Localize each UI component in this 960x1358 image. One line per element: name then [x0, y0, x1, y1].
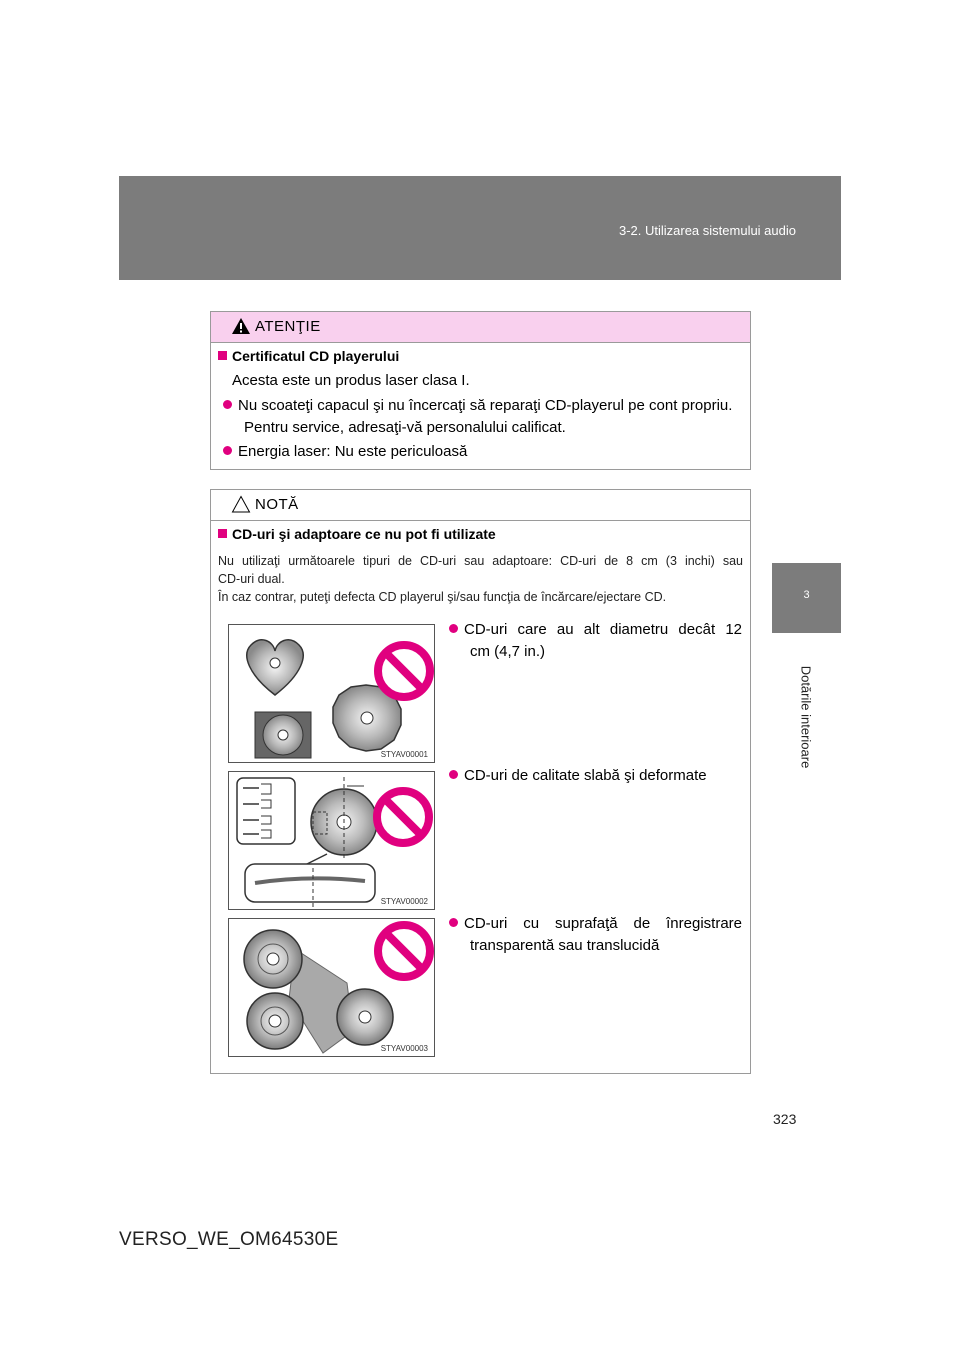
- page-header: 3-2. Utilizarea sistemului audio: [119, 176, 841, 280]
- bullet-dot-icon: [223, 446, 232, 455]
- caution-box: ATENŢIE Certificatul CD playerului Acest…: [210, 311, 751, 470]
- note-desc-3: În caz contrar, puteţi defecta CD player…: [218, 590, 667, 604]
- transparent-cds-drawing: [243, 921, 434, 1054]
- caution-bullet-1: Nu scoateţi capacul şi nu încercaţi să r…: [223, 395, 745, 417]
- caution-label: ATENŢIE: [255, 318, 321, 335]
- bullet-dot-icon: [449, 770, 458, 779]
- warning-outline-icon: [231, 495, 251, 513]
- odd-shaped-cds-drawing: [246, 639, 434, 759]
- caution-bullet-2: Energia laser: Nu este periculoasă: [223, 441, 467, 463]
- chapter-title: Dotările interioare: [798, 665, 814, 769]
- chapter-strip: [772, 633, 841, 803]
- illustration-deformed-cds: STYAV00002: [228, 771, 435, 910]
- note-item-2: CD-uri de calitate slabă şi deformate: [449, 765, 742, 787]
- note-header: NOTĂ: [211, 490, 750, 521]
- caution-intro: Acesta este un produs laser clasa I.: [232, 372, 470, 389]
- image-code: STYAV00001: [380, 750, 428, 759]
- image-code: STYAV00003: [380, 1044, 428, 1053]
- page-number: 323: [773, 1111, 797, 1127]
- section-title: 3-2. Utilizarea sistemului audio: [618, 223, 796, 238]
- note-item-1: CD-uri care au alt diametru decât 12 cm …: [449, 619, 742, 663]
- note-item-3: CD-uri cu suprafaţă de înregistrare tran…: [449, 913, 742, 957]
- bullet-dot-icon: [449, 918, 458, 927]
- document-code: VERSO_WE_OM64530E: [119, 1229, 339, 1250]
- caution-header: ATENŢIE: [211, 312, 750, 343]
- caution-title: Certificatul CD playerului: [232, 348, 400, 364]
- note-label: NOTĂ: [255, 496, 299, 513]
- bullet-dot-icon: [449, 624, 458, 633]
- note-title-row: CD-uri şi adaptoare ce nu pot fi utiliza…: [218, 526, 496, 542]
- note-desc-2: CD-uri dual.: [218, 572, 285, 586]
- bullet-dot-icon: [223, 400, 232, 409]
- caution-title-row: Certificatul CD playerului: [218, 348, 399, 364]
- note-desc-1: Nu utilizaţi următoarele tipuri de CD-ur…: [218, 554, 743, 568]
- note-title: CD-uri şi adaptoare ce nu pot fi utiliza…: [232, 526, 496, 542]
- warning-icon: [232, 318, 250, 334]
- chapter-tab: 3: [772, 563, 841, 633]
- square-bullet-icon: [218, 351, 227, 360]
- chapter-number: 3: [803, 589, 810, 601]
- image-code: STYAV00002: [380, 897, 428, 906]
- illustration-odd-shaped-cds: STYAV00001: [228, 624, 435, 763]
- caution-bullet-1-cont: Pentru service, adresaţi-vă personalului…: [244, 419, 566, 436]
- square-bullet-icon: [218, 529, 227, 538]
- illustration-transparent-cds: STYAV00003: [228, 918, 435, 1057]
- deformed-cds-drawing: [236, 777, 433, 907]
